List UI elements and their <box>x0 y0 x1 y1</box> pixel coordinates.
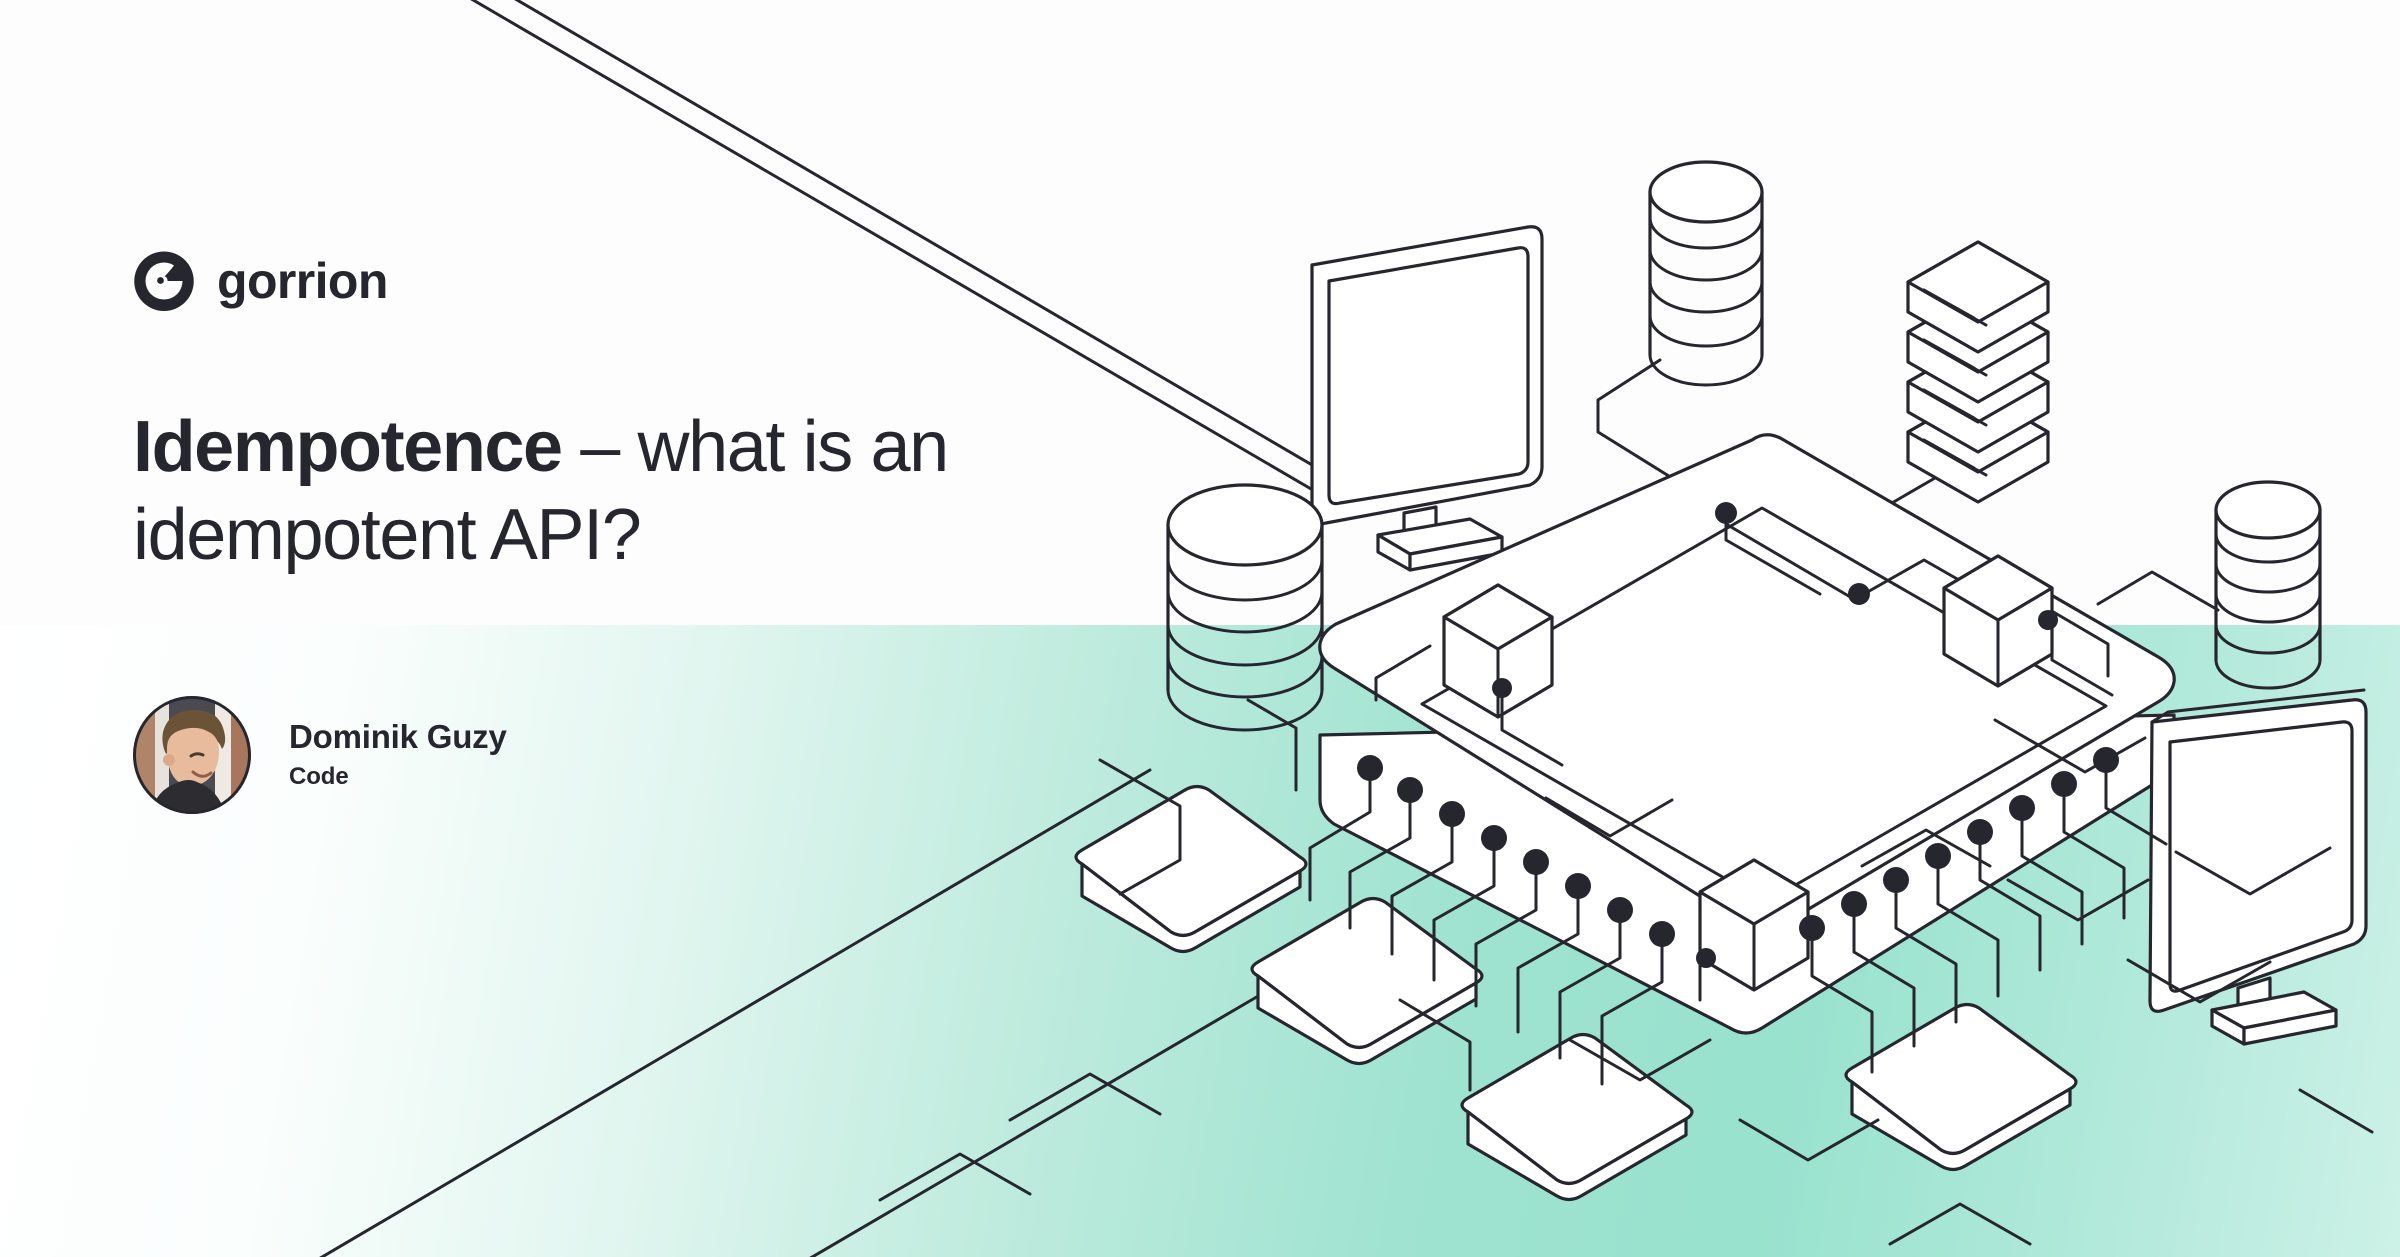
connector-pins-left <box>1308 755 1675 1086</box>
chip-cube-right <box>1942 554 2114 697</box>
chip-cube-left <box>1442 583 1564 767</box>
cover-text-content: gorrion Idempotence – what is an idempot… <box>133 250 1193 814</box>
author-avatar-photo <box>133 695 251 814</box>
avatar <box>133 695 251 814</box>
author-category: Code <box>289 763 349 791</box>
monitor-bottom-right <box>2148 688 2368 1046</box>
small-chip-2 <box>1250 896 1484 1066</box>
server-rack-stack <box>1864 240 2050 562</box>
author-name: Dominik Guzy <box>289 718 507 756</box>
connector-pins-right <box>1799 747 2168 1074</box>
database-cylinder-center <box>1596 160 1764 480</box>
chip-cube-bottom <box>1696 858 1810 1002</box>
page-title-emphasis: Idempotence <box>133 407 563 487</box>
author-block[interactable]: Dominik Guzy Code <box>133 695 1193 814</box>
main-processor-chip <box>1318 433 2176 1035</box>
monitor-top-left <box>1310 225 1544 572</box>
page-title: Idempotence – what is an idempotent API? <box>133 404 1153 580</box>
small-chip-3 <box>1460 1032 1694 1202</box>
small-chip-4 <box>1844 1002 2078 1172</box>
author-meta: Dominik Guzy Code <box>289 720 507 789</box>
brand-wordmark: gorrion <box>217 253 388 309</box>
brand-logo[interactable]: gorrion <box>133 250 1193 312</box>
gorrion-bird-logo-icon <box>134 251 194 311</box>
database-cylinder-right <box>2096 480 2322 690</box>
